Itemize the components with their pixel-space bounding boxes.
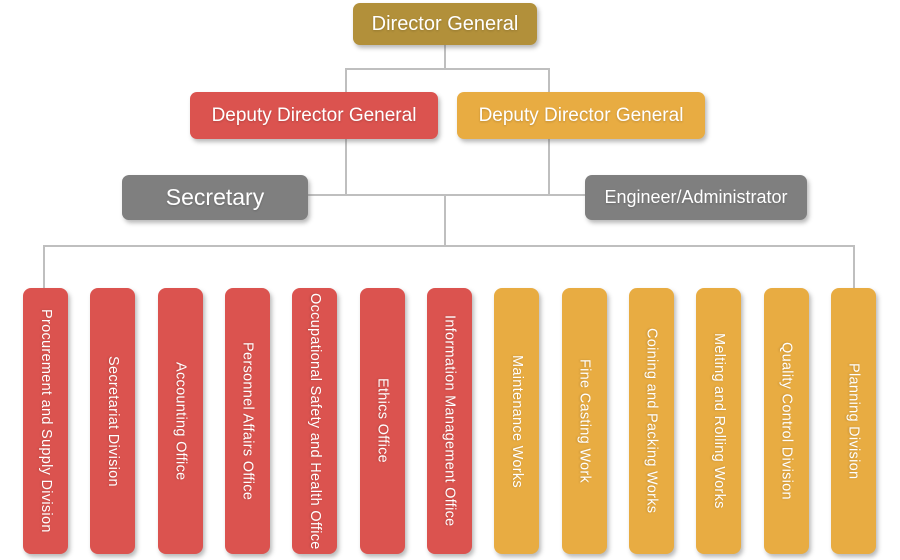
node-director-general: Director General: [353, 3, 537, 45]
node-secretary: Secretary: [122, 175, 308, 220]
department-label: Coining and Packing Works: [643, 328, 660, 514]
connector-staff-bar: [308, 194, 585, 196]
department-label: Ethics Office: [374, 378, 391, 464]
department-label: Fine Casting Work: [576, 358, 593, 484]
department-fine-casting-work: Fine Casting Work: [561, 288, 607, 554]
connector-root-stem: [444, 45, 446, 70]
department-label: Accounting Office: [172, 361, 189, 481]
department-label: Secretariat Division: [105, 355, 122, 487]
department-label: Quality Control Division: [778, 342, 795, 500]
department-information-management-office: Information Management Office: [426, 288, 472, 554]
department-label: Occupational Safety and Health Office: [307, 292, 324, 550]
node-label: Deputy Director General: [211, 104, 417, 126]
department-procurement-and-supply-division: Procurement and Supply Division: [23, 288, 68, 554]
department-maintenance-works: Maintenance Works: [494, 288, 540, 554]
node-label: Engineer/Administrator: [604, 187, 788, 207]
node-label: Deputy Director General: [478, 104, 684, 126]
department-ethics-office: Ethics Office: [359, 288, 405, 554]
department-planning-division: Planning Division: [830, 288, 876, 554]
connector-dept-drop-left: [43, 245, 45, 289]
department-coining-and-packing-works: Coining and Packing Works: [628, 288, 674, 554]
department-label: Planning Division: [845, 362, 862, 480]
department-occupational-safety-and-health-office: Occupational Safety and Health Office: [292, 288, 338, 554]
department-label: Personnel Affairs Office: [239, 341, 256, 501]
department-label: Procurement and Supply Division: [37, 309, 54, 533]
department-personnel-affairs-office: Personnel Affairs Office: [224, 288, 270, 554]
node-deputy-director-general-1: Deputy Director General: [190, 92, 438, 139]
connector-deputy-bar: [345, 68, 550, 70]
department-quality-control-division: Quality Control Division: [763, 288, 809, 554]
departments-row: Procurement and Supply Division Secretar…: [23, 288, 876, 554]
node-label: Secretary: [165, 184, 265, 210]
department-label: Maintenance Works: [509, 354, 526, 488]
connector-dept-drop-right: [853, 245, 855, 289]
connector-dept-bar: [43, 245, 855, 247]
department-label: Information Management Office: [441, 315, 458, 527]
department-secretariat-division: Secretariat Division: [90, 288, 136, 554]
node-deputy-director-general-2: Deputy Director General: [457, 92, 705, 139]
connector-mid-stem: [444, 194, 446, 246]
node-engineer-administrator: Engineer/Administrator: [585, 175, 807, 220]
node-label: Director General: [371, 12, 519, 35]
department-accounting-office: Accounting Office: [157, 288, 203, 554]
department-label: Melting and Rolling Works: [711, 333, 728, 509]
department-melting-and-rolling-works: Melting and Rolling Works: [696, 288, 742, 554]
